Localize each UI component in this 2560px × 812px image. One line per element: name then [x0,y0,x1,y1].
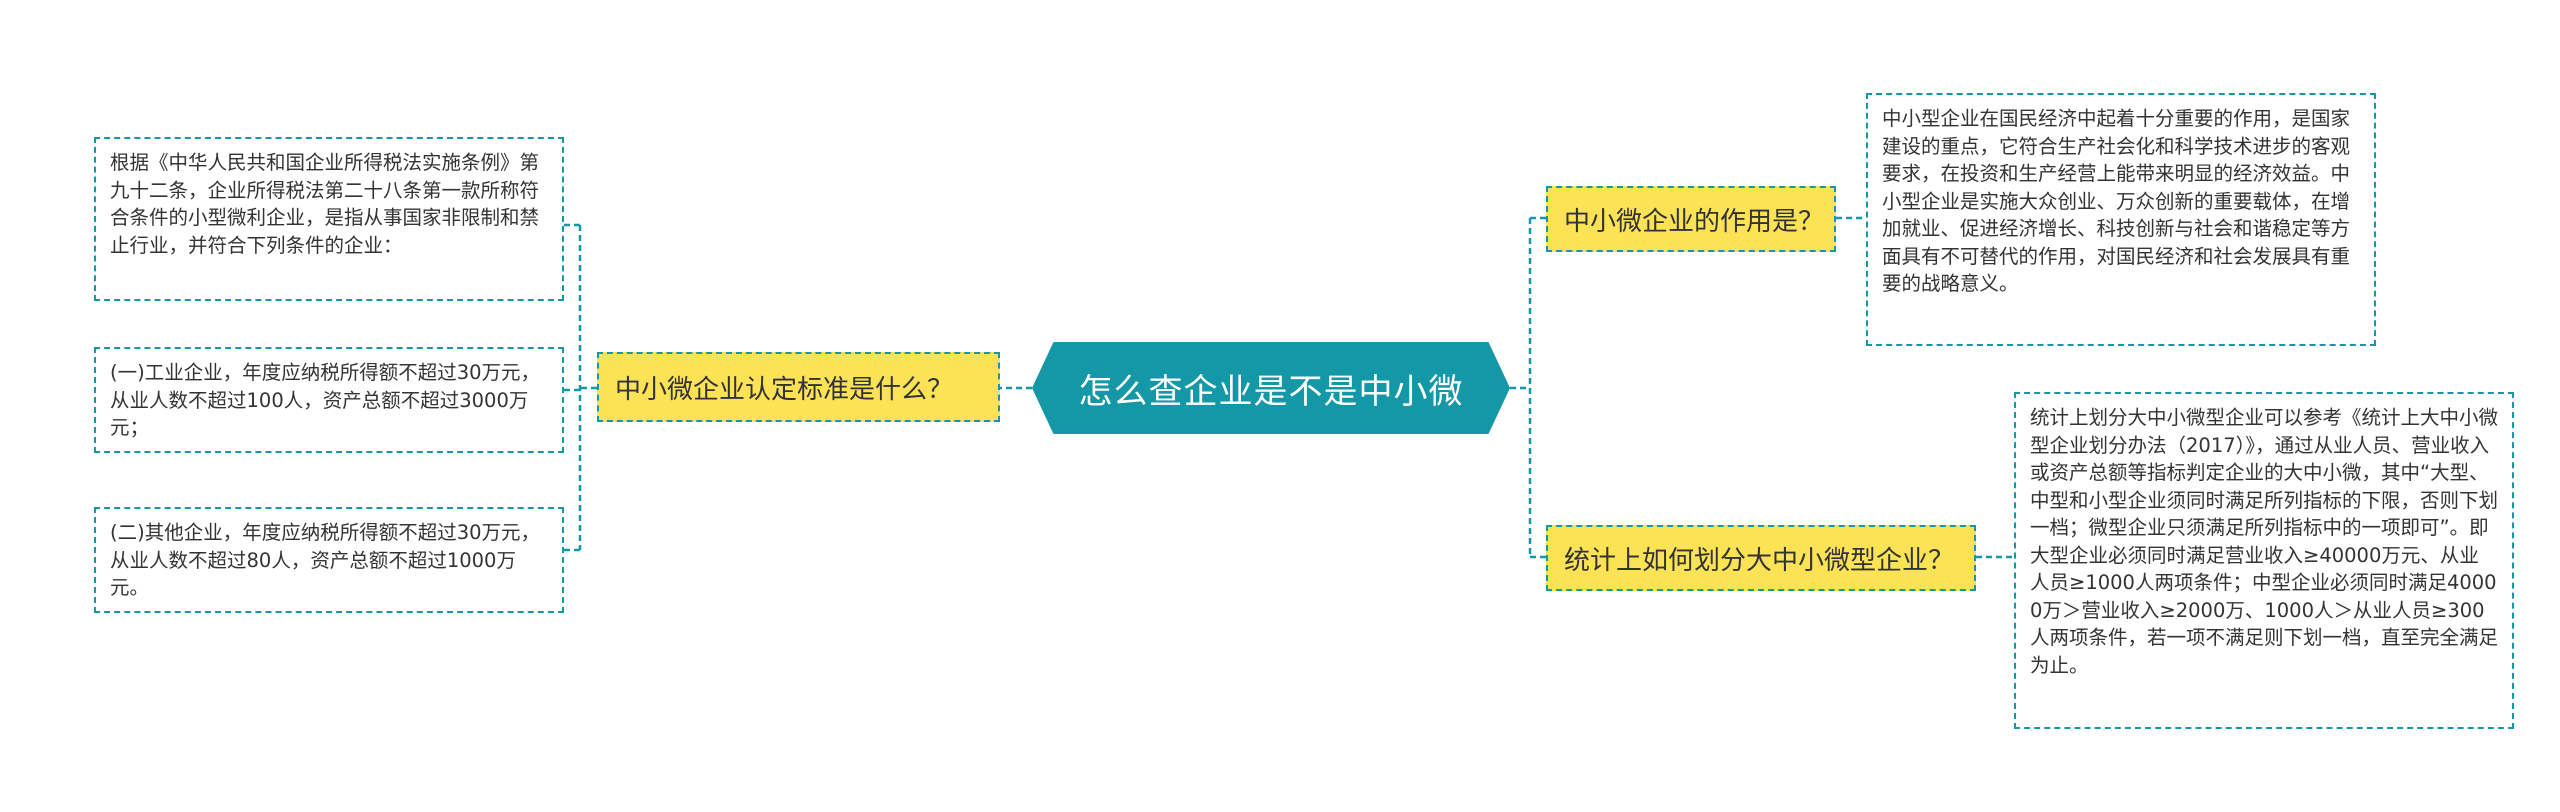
branch-right-2[interactable]: 统计上如何划分大中小微型企业？ [1546,525,1976,591]
leaf-right-1[interactable]: 中小型企业在国民经济中起着十分重要的作用，是国家建设的重点，它符合生产社会化和科… [1866,93,2376,346]
leaf-left-2[interactable]: (一)工业企业，年度应纳税所得额不超过30万元，从业人数不超过100人，资产总额… [94,347,564,453]
leaf-left-1[interactable]: 根据《中华人民共和国企业所得税法实施条例》第九十二条，企业所得税法第二十八条第一… [94,137,564,301]
leaf-left-3[interactable]: (二)其他企业，年度应纳税所得额不超过30万元，从业人数不超过80人，资产总额不… [94,507,564,613]
central-topic[interactable]: 怎么查企业是不是中小微 [1032,342,1510,434]
leaf-left-2-text: (一)工业企业，年度应纳税所得额不超过30万元，从业人数不超过100人，资产总额… [110,361,541,439]
branch-left-label: 中小微企业认定标准是什么？ [615,374,954,405]
branch-right-1-label: 中小微企业的作用是？ [1564,206,1825,237]
branch-right-2-label: 统计上如何划分大中小微型企业？ [1564,545,1955,576]
central-topic-label: 怎么查企业是不是中小微 [1078,371,1464,412]
branch-right-1[interactable]: 中小微企业的作用是？ [1546,186,1836,252]
leaf-right-2-text: 统计上划分大中小微型企业可以参考《统计上大中小微型企业划分办法（2017）》，通… [2030,406,2499,677]
leaf-right-1-text: 中小型企业在国民经济中起着十分重要的作用，是国家建设的重点，它符合生产社会化和科… [1882,107,2351,295]
leaf-left-1-text: 根据《中华人民共和国企业所得税法实施条例》第九十二条，企业所得税法第二十八条第一… [110,151,540,257]
leaf-right-2[interactable]: 统计上划分大中小微型企业可以参考《统计上大中小微型企业划分办法（2017）》，通… [2014,392,2514,729]
leaf-left-3-text: (二)其他企业，年度应纳税所得额不超过30万元，从业人数不超过80人，资产总额不… [110,521,541,599]
connector-center-right [1510,216,1546,559]
branch-left[interactable]: 中小微企业认定标准是什么？ [597,352,1000,422]
connector-left-trunk [564,223,597,552]
